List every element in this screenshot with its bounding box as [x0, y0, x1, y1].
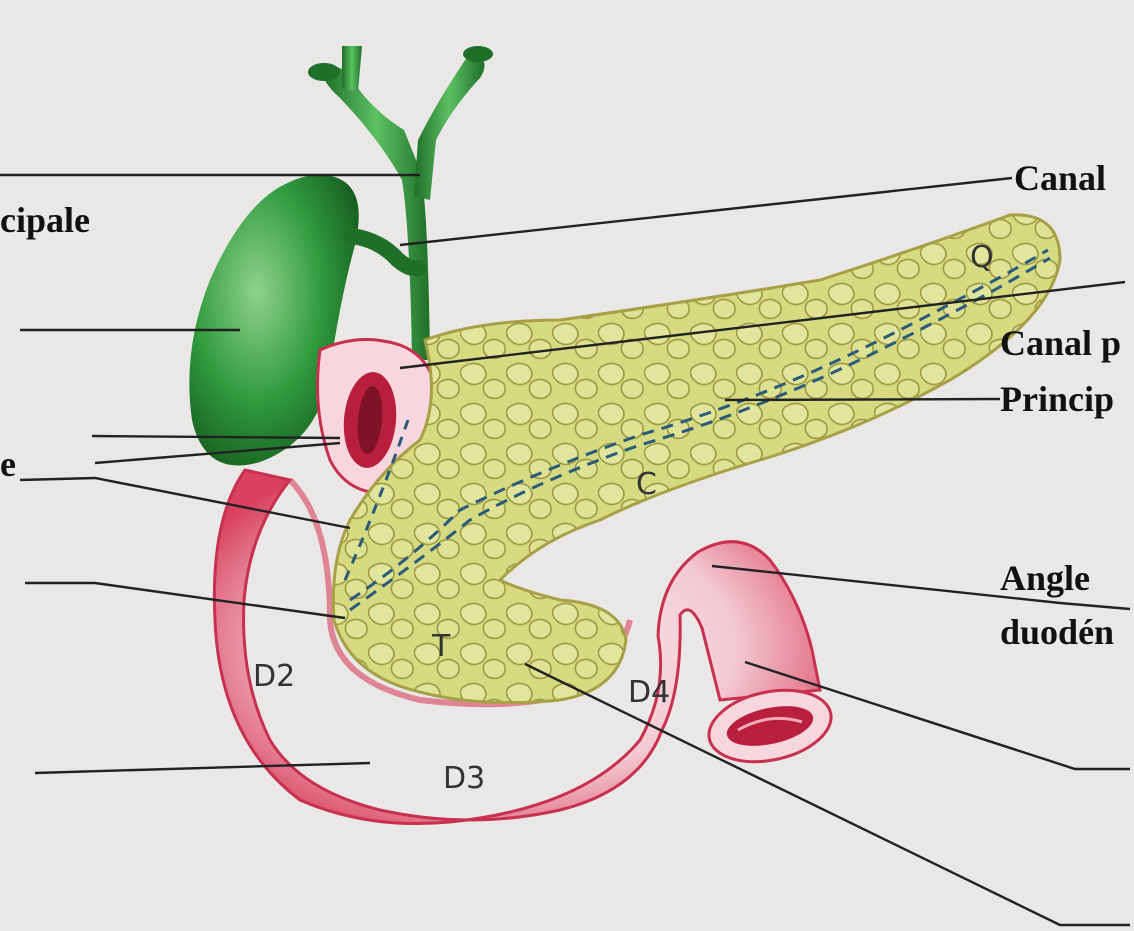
- segment-d4: D4: [628, 678, 670, 708]
- leader-line-d2: [25, 583, 345, 618]
- segment-d2: D2: [253, 662, 295, 692]
- leader-line-d3: [35, 763, 370, 773]
- label-canal: Canal: [1014, 158, 1106, 198]
- label-angle: Angle: [1000, 558, 1090, 598]
- label-canal-p: Canal p: [1000, 323, 1121, 363]
- segment-d3: D3: [443, 764, 485, 794]
- leader-line-tete: [525, 664, 1130, 925]
- segment-t: T: [432, 632, 450, 662]
- leader-line-canal: [400, 178, 1012, 245]
- leader-line-e-c: [20, 478, 350, 528]
- leader-line-princip: [725, 399, 1000, 400]
- label-duoden: duodén: [1000, 612, 1114, 652]
- label-cipale: cipale: [0, 200, 90, 240]
- label-princip: Princip: [1000, 379, 1114, 419]
- label-e-partial: e: [0, 444, 16, 484]
- leader-line-e-a: [92, 436, 340, 438]
- segment-q: Q: [970, 243, 994, 273]
- segment-c: C: [636, 470, 657, 500]
